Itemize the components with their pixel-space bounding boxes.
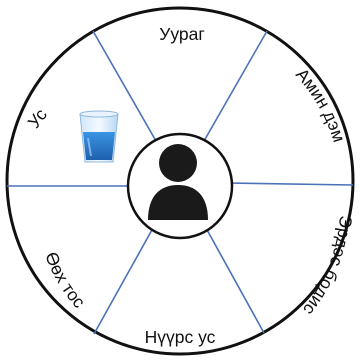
water-glass-icon	[79, 110, 119, 163]
divider-top-right	[203, 30, 268, 142]
label-carbohydrates: Нүүрс ус	[145, 327, 216, 347]
label-protein: Уураг	[159, 24, 205, 44]
person-silhouette-icon	[148, 144, 208, 220]
divider-bottom-right	[205, 227, 265, 334]
divider-bottom-left	[93, 227, 154, 335]
divider-top-left	[92, 30, 157, 142]
segment-dividers	[7, 30, 354, 335]
divider-right	[225, 182, 354, 186]
